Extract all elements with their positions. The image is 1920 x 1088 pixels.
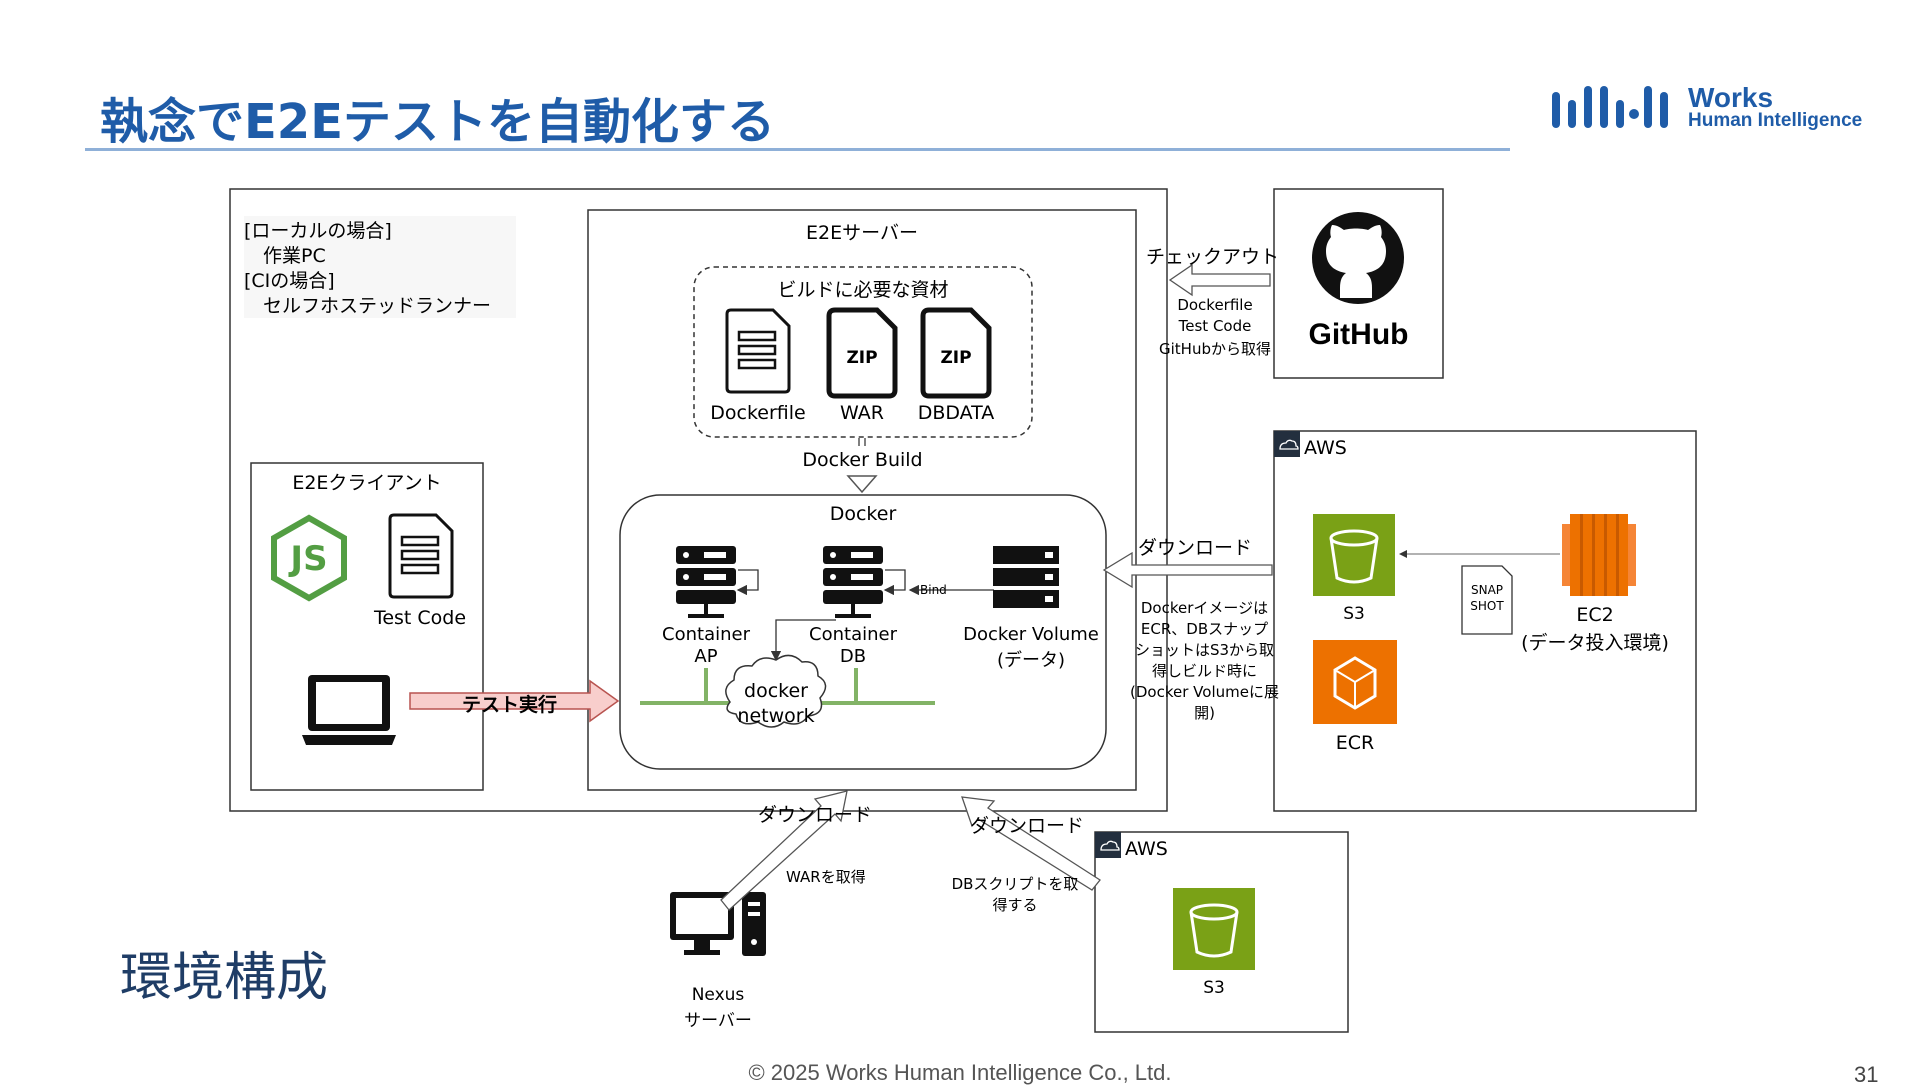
file-icon (725, 308, 791, 394)
aws-sub-box (1094, 831, 1349, 1033)
s3-sub-bucket-icon (1173, 888, 1255, 970)
test-run-label: テスト実行 (462, 694, 558, 716)
svg-text:JS: JS (288, 539, 327, 579)
aws-main-label: AWS (1304, 437, 1347, 459)
host-note-local: [ローカルの場合] (244, 220, 392, 242)
checkout-label: チェックアウト (1146, 246, 1280, 268)
docker-box (619, 494, 1107, 770)
ec2-label-1: EC2 (1576, 604, 1614, 626)
host-note-pc: 作業PC (244, 245, 326, 267)
title-divider (85, 148, 1510, 151)
host-box (229, 188, 1168, 812)
container-ap-server-icon (676, 546, 736, 618)
container-ap-label-1: Container (662, 624, 750, 645)
container-db-label-1: Container (809, 624, 897, 645)
network-label-2: network (737, 705, 815, 727)
nexus-name-1: Nexus (691, 985, 745, 1005)
test-code-file-icon (388, 513, 454, 599)
host-note-runner: セルフホステッドランナー (244, 295, 492, 317)
page-number: 31 (1854, 1062, 1879, 1087)
aws-download-arrow (1102, 551, 1273, 589)
github-note-3: GitHubから取得 (1159, 340, 1271, 358)
dbdata-label: DBDATA (917, 402, 995, 424)
docker-volume-label-1: Docker Volume (963, 624, 1099, 645)
docker-build-label: Docker Build (802, 449, 923, 471)
github-note-2: Test Code (1178, 317, 1252, 335)
docker-title: Docker (829, 503, 897, 525)
logo-text-hi: Human Intelligence (1688, 110, 1863, 131)
aws-note-1: Dockerイメージは (1140, 599, 1269, 617)
nexus-note: WARを取得 (786, 868, 866, 886)
slide-title: 執念でE2Eテストを自動化する (100, 94, 775, 150)
zip-dbdata-text: ZIP (940, 348, 972, 368)
bind-label: Bind (920, 583, 947, 597)
logo-text-works: Works (1688, 82, 1774, 113)
zip-dbdata-icon (920, 307, 992, 399)
war-label: WAR (840, 402, 884, 424)
server-title: E2Eサーバー (806, 222, 918, 244)
container-db-label-2: DB (839, 646, 867, 667)
github-note-1: Dockerfile (1177, 296, 1253, 314)
laptop-icon (302, 675, 396, 745)
host-note-bg (244, 216, 516, 318)
nexus-computer-icon (670, 892, 766, 956)
section-label: 環境構成 (120, 948, 329, 1008)
github-box (1273, 188, 1444, 379)
nexus-name-2: サーバー (684, 1011, 752, 1031)
aws-download-label: ダウンロード (1138, 537, 1253, 559)
aws-sub-label: AWS (1125, 838, 1168, 860)
s3-label: S3 (1343, 604, 1365, 624)
docker-network-cloud (725, 654, 827, 728)
ecr-label: ECR (1335, 732, 1375, 754)
client-title: E2Eクライアント (292, 472, 442, 494)
build-materials-box (693, 266, 1033, 438)
github-name: GitHub (1308, 318, 1409, 351)
server-box (587, 209, 1137, 791)
s3-sub-label: S3 (1203, 978, 1225, 998)
docker-volume-label-2: (データ) (996, 650, 1066, 671)
aws-sub-note-1: DBスクリプトを取 (951, 875, 1079, 893)
container-db-server-icon (823, 546, 883, 618)
ecr-icon (1313, 640, 1397, 724)
nodejs-icon: JS (271, 514, 347, 602)
aws-sub-download-arrow (961, 796, 1101, 891)
works-logo-mark-icon (1552, 86, 1668, 128)
aws-note-3: ショットはS3から取 (1134, 641, 1275, 659)
nexus-download-arrow (720, 790, 848, 911)
copyright-footer: © 2025 Works Human Intelligence Co., Ltd… (748, 1060, 1172, 1085)
test-run-arrow (409, 679, 620, 723)
aws-main-box (1273, 430, 1697, 812)
nexus-download-label: ダウンロード (758, 804, 873, 826)
aws-note-2: ECR、DBスナップ (1140, 620, 1269, 638)
host-note-ci: [CIの場合] (244, 270, 335, 292)
github-octocat-icon (1312, 212, 1404, 304)
docker-volume-icon (993, 546, 1059, 608)
snapshot-doc-icon (1461, 565, 1513, 635)
aws-sub-download-label: ダウンロード (970, 815, 1085, 837)
docker-build-arrow (846, 475, 878, 494)
build-materials-title: ビルドに必要な資材 (777, 279, 949, 301)
snapshot-label-1: SNAP (1470, 583, 1504, 597)
aws-sub-note-2: 得する (992, 896, 1038, 914)
aws-note-5: (Docker Volumeに展 (1130, 683, 1279, 701)
network-label-1: docker (744, 680, 808, 702)
zip-war-text: ZIP (846, 348, 878, 368)
zip-war-icon (826, 307, 898, 399)
aws-note-6: 開) (1194, 704, 1215, 722)
aws-note-4: 得しビルド時に (1151, 662, 1257, 680)
ec2-label-2: (データ投入環境) (1521, 632, 1669, 654)
checkout-arrow (1168, 263, 1271, 297)
dockerfile-label: Dockerfile (710, 402, 806, 424)
container-ap-label-2: AP (694, 646, 718, 667)
snapshot-label-2: SHOT (1470, 599, 1504, 613)
client-box (250, 462, 484, 791)
s3-bucket-icon (1313, 514, 1395, 596)
test-code-label: Test Code (373, 607, 467, 629)
ec2-icon (1562, 514, 1636, 596)
